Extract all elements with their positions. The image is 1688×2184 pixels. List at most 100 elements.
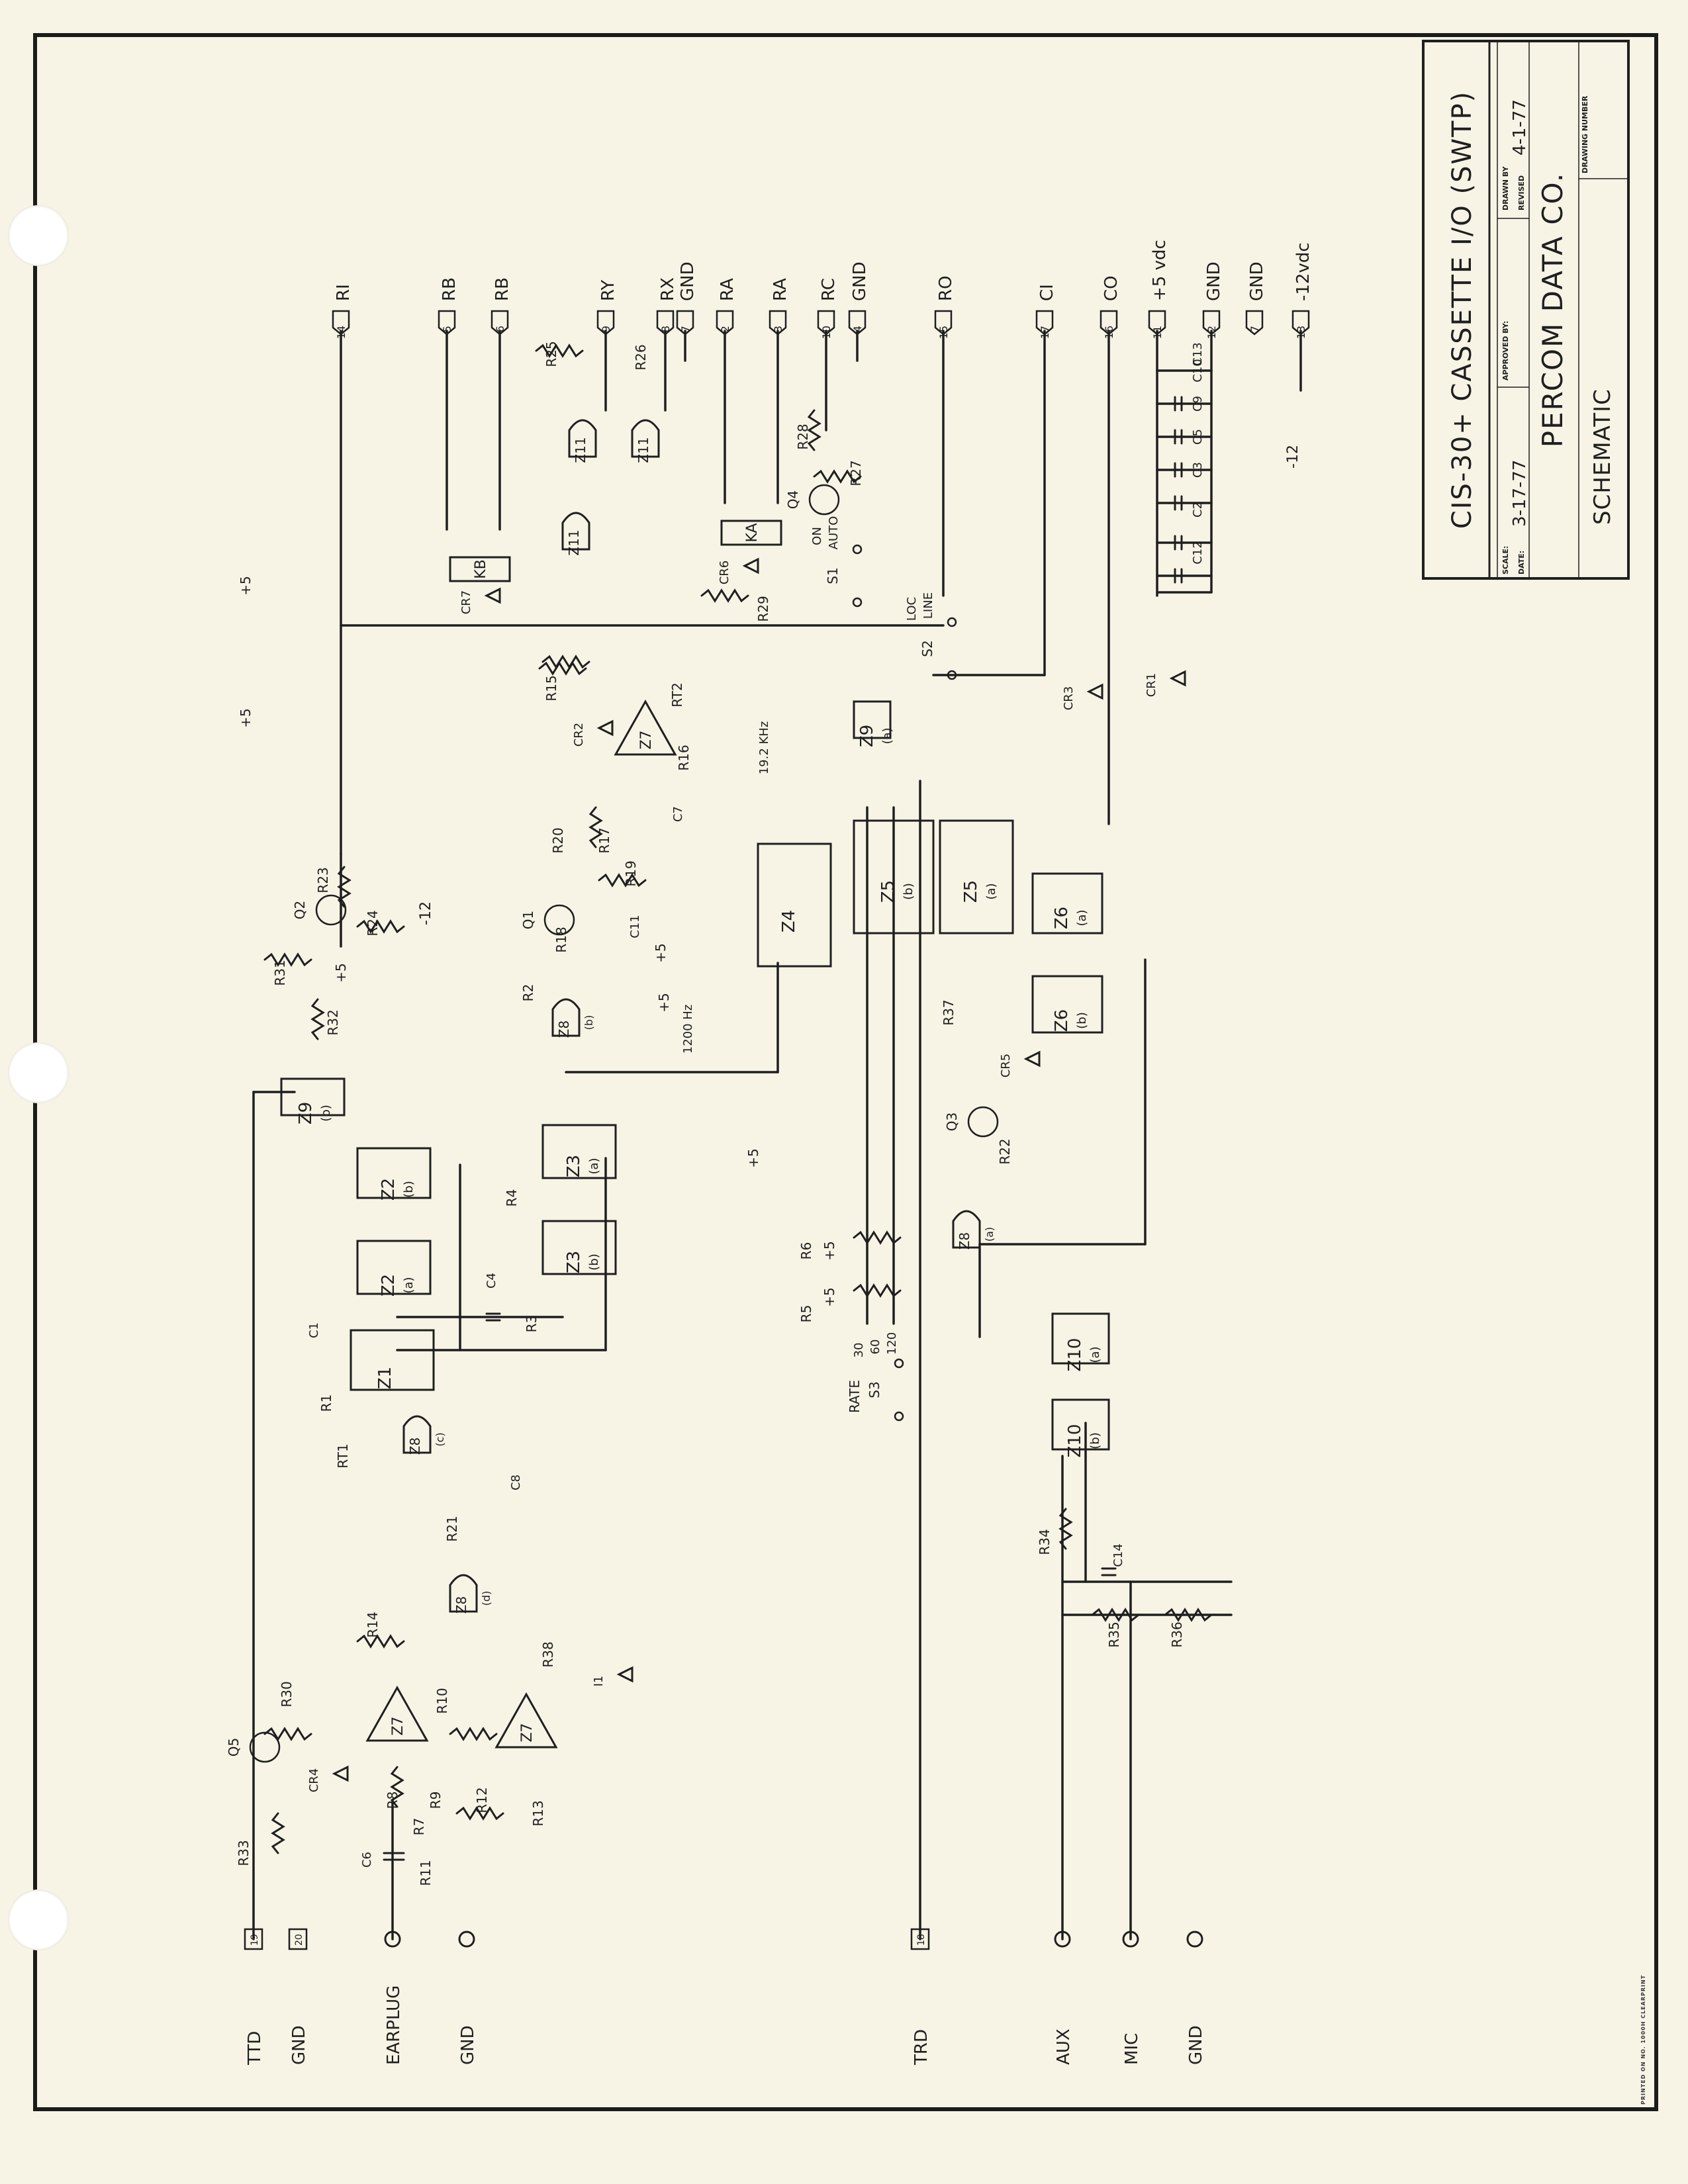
resistor-label: R27 (848, 460, 864, 486)
connector-pin: 15 (937, 326, 950, 339)
connector-label: RY (598, 280, 618, 301)
connector-pin: 11 (1151, 326, 1164, 339)
supply-label: +5 (656, 993, 672, 1012)
switch-ref: S3 (867, 1381, 882, 1398)
connector-terminal (1100, 310, 1118, 336)
transistor-symbol (315, 894, 347, 926)
capacitor-symbols (383, 396, 1183, 1861)
transistor-symbol (967, 1106, 999, 1138)
resistor-label: R18 (553, 927, 569, 952)
connector-label: CI (1037, 284, 1057, 301)
switch-contact (894, 1411, 904, 1422)
jack-terminal (458, 1931, 475, 1948)
logic-gate-symbol (952, 1210, 981, 1249)
resistor-label: R10 (434, 1688, 450, 1713)
company-name: PERCOM DATA CO. (1536, 172, 1569, 448)
capacitor-label: C2 (1191, 502, 1205, 518)
resistor-label: R21 (444, 1516, 460, 1541)
connector-pin: 10 (820, 326, 833, 339)
connector-pin: 14 (335, 326, 348, 339)
switch-contact (852, 544, 863, 555)
switch-ref: S2 (919, 640, 935, 657)
switch-contact (947, 670, 957, 680)
resistor-label: R34 (1037, 1529, 1053, 1555)
capacitor-label: C12 (1191, 541, 1205, 564)
connector-terminal (1291, 310, 1310, 336)
gate-unit: (d) (480, 1591, 492, 1606)
resistor-label: R22 (997, 1138, 1013, 1164)
resistor-symbols (263, 343, 1213, 1854)
resistor-label: RT1 (335, 1443, 351, 1468)
ic-unit: (b) (1075, 1012, 1089, 1028)
connector-label: EARPLUG (384, 1985, 404, 2065)
switch-position: AUTO (827, 516, 841, 550)
diode-symbol (616, 1666, 633, 1683)
capacitor-label: C3 (1191, 462, 1205, 478)
switch-contact (852, 597, 863, 608)
transistor-label: Q2 (292, 901, 308, 919)
connector-pin: 2 (719, 326, 731, 332)
gate-ref: Z11 (566, 529, 582, 555)
diode-label: CR6 (718, 561, 731, 585)
jack-terminal (1122, 1931, 1139, 1948)
transistor-symbol (249, 1731, 281, 1763)
opamp-symbol (365, 1685, 429, 1742)
capacitor-label: C10 (1191, 359, 1205, 382)
relay-coil-symbol (449, 556, 511, 582)
transistor-label: Q4 (785, 490, 801, 509)
ic-unit: (b) (587, 1253, 601, 1270)
connector-pin: 17 (1039, 326, 1051, 339)
ic-unit: (a) (402, 1277, 416, 1293)
ic-ref: Z3 (564, 1155, 584, 1177)
connector-label: GND (1186, 2025, 1206, 2065)
diode-label: I1 (592, 1676, 606, 1687)
connector-pin: 4 (851, 326, 864, 332)
ic-unit: (a) (1088, 1346, 1102, 1363)
jack-terminal (384, 1931, 401, 1948)
resistor-label: R2 (520, 984, 536, 1002)
connector-label: RC (819, 278, 839, 301)
supply-label: +5 (653, 943, 669, 962)
diode-label: CR2 (572, 723, 586, 747)
connector-label: GND (289, 2025, 309, 2065)
connector-label: RB (492, 277, 512, 301)
switch-contact (894, 1358, 904, 1369)
connector-terminal (1148, 310, 1166, 336)
gate-ref: Z8 (453, 1596, 469, 1614)
diode-symbol (596, 719, 614, 737)
ic-ref: Z9 (857, 725, 877, 747)
diode-label: CR1 (1145, 673, 1158, 698)
switch-position: 30 (852, 1343, 866, 1358)
connector-pin: 6 (494, 326, 506, 332)
supply-label: -12 (1285, 445, 1301, 469)
logic-gate-symbol (561, 512, 590, 551)
connector-label: RX (658, 277, 678, 301)
ic-unit: (a) (1075, 909, 1089, 926)
ic-unit: (a) (587, 1158, 601, 1174)
ic-ref: Z10 (1065, 1338, 1085, 1372)
connector-label: GND (1204, 261, 1224, 301)
ic-ref: Z5 (878, 880, 898, 903)
connector-terminal (910, 1928, 930, 1950)
supply-label: +5 (333, 963, 349, 982)
ic-ref: Z5 (961, 880, 981, 903)
ic-ref: Z2 (379, 1274, 399, 1297)
opamp-ref: Z7 (519, 1723, 536, 1742)
diode-symbol (742, 557, 759, 574)
connector-pin: 13 (1295, 326, 1307, 339)
connector-pin: 16 (1103, 326, 1115, 339)
switch-position: LOC (905, 597, 919, 621)
ic-labels: Z1Z2(a)Z2(b)Z3(a)Z3(b)Z4Z5(b)Z5(a)Z6(a)Z… (296, 419, 1102, 1749)
switch-position: 120 (885, 1332, 899, 1355)
connector-label: RA (771, 278, 790, 301)
switch-contact (947, 617, 957, 627)
ic-unit: (b) (902, 883, 915, 899)
opamp-ref: Z7 (638, 730, 655, 749)
connector-terminal (491, 310, 509, 336)
resistor-label: R35 (1106, 1621, 1122, 1647)
supply-label: +5 (745, 1148, 761, 1167)
jack-terminal (1186, 1931, 1203, 1948)
opamp-symbol (494, 1692, 558, 1749)
